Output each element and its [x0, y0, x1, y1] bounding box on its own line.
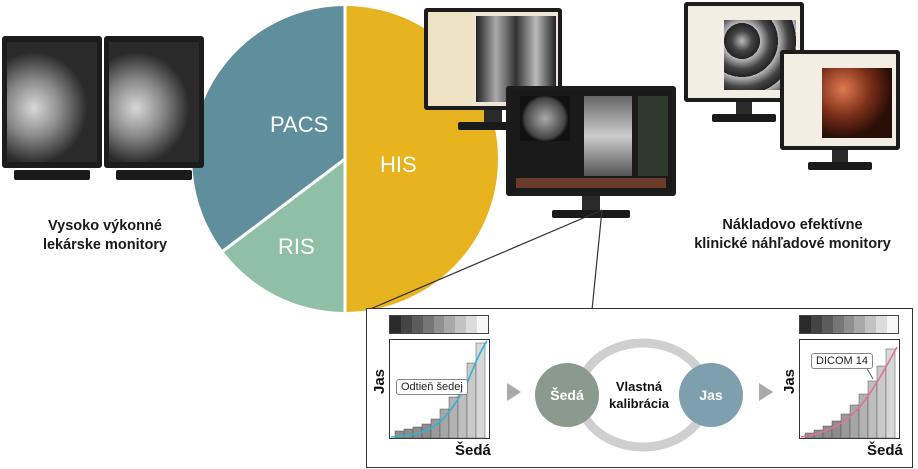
- his-monitor-front: [506, 86, 676, 226]
- calibration-panel: Odtieň šedej Jas Šedá Šedá Jas Vlastná k…: [366, 308, 913, 468]
- pie-slice-ris: [223, 159, 345, 312]
- connector-lines: [367, 209, 603, 311]
- callout-gray-shade: Odtieň šedej: [396, 379, 468, 395]
- pie-label-pacs: PACS: [270, 112, 328, 137]
- pie-label-ris: RIS: [278, 234, 315, 259]
- x-axis-label-right: Šedá: [867, 442, 903, 459]
- circle-gray: [535, 363, 599, 427]
- luminance-curve-left: [390, 340, 488, 438]
- x-axis-label-left: Šedá: [455, 442, 491, 459]
- chest-xray-image: [109, 42, 199, 162]
- pie-slice-pacs: [192, 6, 345, 251]
- svg-text:kalibrácia: kalibrácia: [609, 396, 670, 411]
- body-scan-image: [584, 96, 632, 176]
- circle-luminance: [679, 363, 743, 427]
- clinical-monitor-front: [780, 50, 900, 176]
- arrow-right-icon: [759, 383, 773, 401]
- y-axis-label-left: Jas: [371, 368, 389, 395]
- callout-dicom: DICOM 14: [811, 353, 873, 369]
- y-axis-label-right: Jas: [781, 368, 799, 395]
- pie-label-his: HIS: [380, 152, 417, 177]
- grayscale-bar-right: [799, 315, 899, 334]
- endoscopy-image: [822, 68, 892, 138]
- medical-monitor-right: [104, 36, 204, 186]
- caption-medical-monitors: Vysoko výkonné lekárske monitory: [42, 218, 168, 253]
- svg-text:Šedá: Šedá: [550, 386, 584, 403]
- medical-monitor-left: [2, 36, 102, 186]
- caption-clinical-monitors: Nákladovo efektívne klinické náhľadové m…: [694, 217, 891, 252]
- ct-scan-image: [520, 96, 570, 141]
- svg-text:Vlastná: Vlastná: [616, 379, 663, 394]
- system-pie-diagram: PACS RIS HIS: [192, 6, 498, 312]
- grayscale-bar-left: [389, 315, 489, 334]
- svg-text:Jas: Jas: [699, 387, 723, 403]
- chest-xray-image: [7, 42, 97, 162]
- arrow-right-icon: [507, 383, 521, 401]
- calibration-cycle: Šedá Jas Vlastná kalibrácia: [535, 338, 743, 452]
- dicom-curve-right: [800, 346, 898, 438]
